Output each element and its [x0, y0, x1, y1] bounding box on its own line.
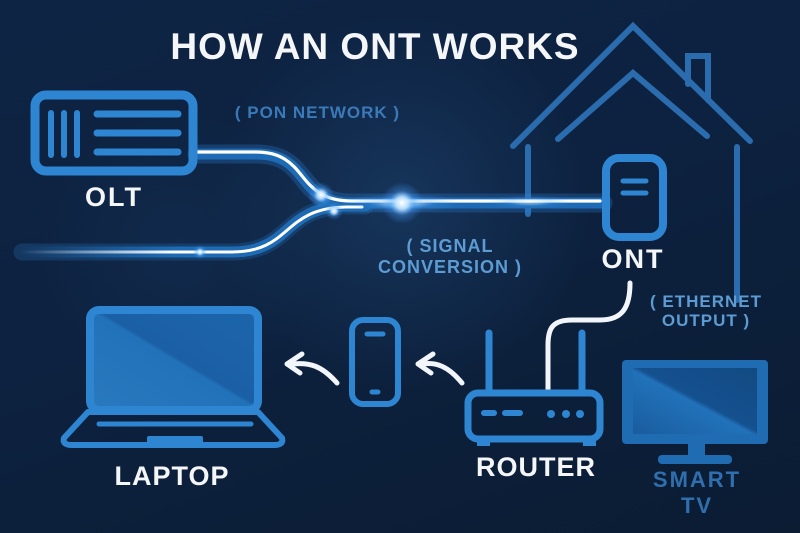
ont-label: ONT — [601, 244, 665, 274]
olt-device-icon — [30, 90, 198, 176]
smart-tv-icon — [622, 360, 768, 464]
page-title: HOW AN ONT WORKS — [170, 26, 580, 67]
router-icon — [464, 329, 604, 446]
smartphone-icon — [349, 317, 401, 407]
signal-conversion-label: ( SIGNAL CONVERSION ) — [377, 236, 522, 277]
house-icon — [510, 21, 753, 303]
smart-tv-label: SMART TV — [652, 467, 742, 518]
ethernet-output-label: ( ETHERNET OUTPUT ) — [650, 292, 762, 330]
ethernet-cable-icon — [545, 280, 633, 394]
laptop-label: LAPTOP — [114, 461, 230, 491]
olt-label: OLT — [85, 182, 143, 212]
left-curved-arrow-icon — [284, 351, 465, 386]
ont-device-icon — [602, 154, 667, 241]
light-glow-icon — [193, 182, 572, 259]
laptop-icon — [60, 306, 286, 448]
pon-network-label: ( PON NETWORK ) — [234, 103, 401, 122]
router-label: ROUTER — [476, 452, 596, 482]
